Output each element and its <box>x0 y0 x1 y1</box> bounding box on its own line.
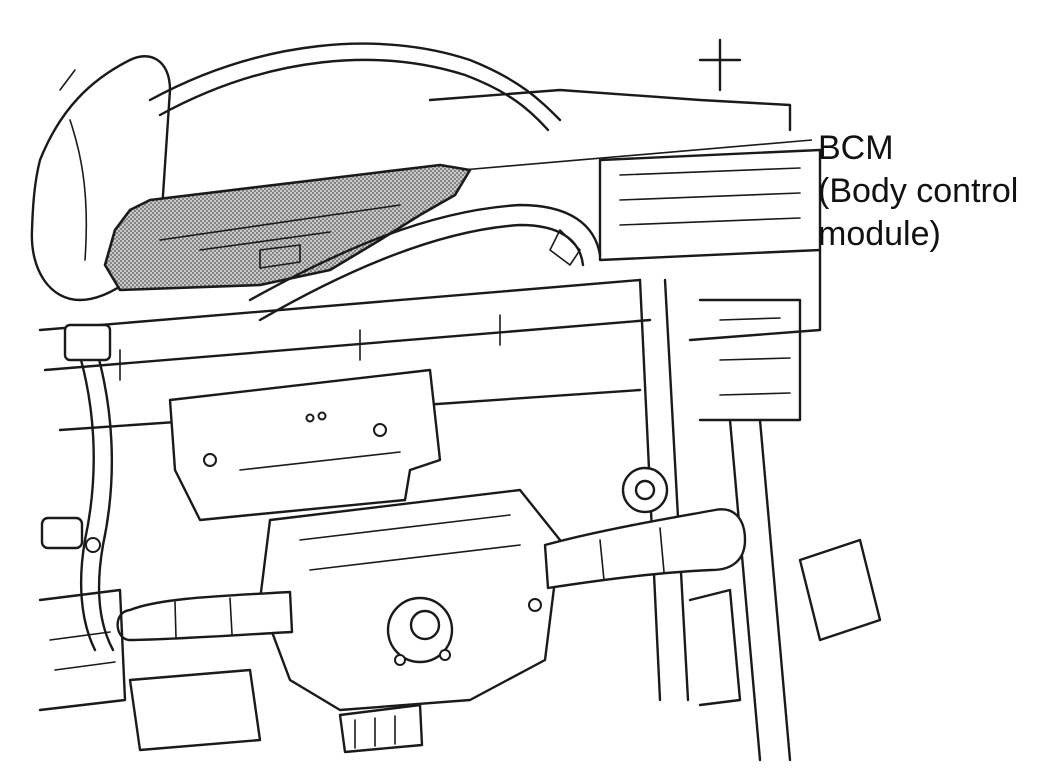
bcm-harness <box>248 203 602 322</box>
combination-switch-assembly <box>258 488 562 754</box>
bcm-module <box>103 163 472 292</box>
bcm-callout-description-line2: module) <box>818 215 941 253</box>
upper-harness <box>148 42 562 132</box>
lower-left-components <box>38 588 262 752</box>
column-bracket <box>168 368 442 522</box>
left-harness-connector <box>40 323 115 652</box>
bcm-callout-label: BCM (Body control module) <box>818 127 1018 256</box>
dash-frame-right <box>428 38 822 422</box>
support-post-right <box>638 278 792 762</box>
lower-right-components <box>85 537 882 707</box>
callout-leader-line <box>461 139 813 171</box>
bcm-callout-description-line1: (Body control <box>818 172 1019 210</box>
bcm-callout-title: BCM <box>818 129 894 167</box>
right-switch-stalk <box>543 466 747 590</box>
left-switch-stalk <box>116 590 294 642</box>
